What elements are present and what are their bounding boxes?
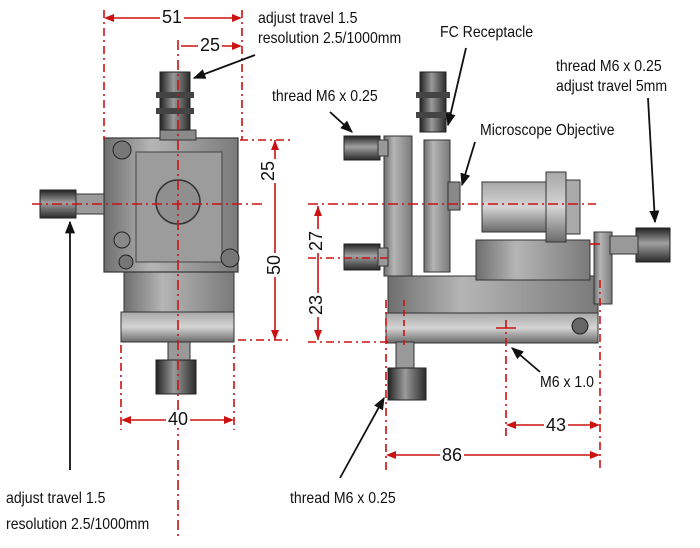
side-view	[343, 71, 671, 401]
dim-width-51: 51	[160, 7, 185, 27]
front-screw-br	[220, 248, 240, 268]
front-bottom-knob	[155, 359, 197, 395]
label-m6x1: M6 x 1.0	[540, 374, 594, 391]
dim-height-23: 23	[306, 292, 327, 318]
label-adjust-travel-right: adjust travel 5mm	[556, 78, 668, 95]
front-screw-bl	[113, 231, 131, 249]
label-adjust-travel-top: adjust travel 1.5	[258, 10, 358, 27]
side-thread-knob-lower	[343, 243, 381, 271]
side-fc-stub	[447, 181, 461, 211]
side-fc-plate	[423, 139, 451, 273]
label-microscope-objective: Microscope Objective	[480, 122, 615, 139]
side-top-knob	[419, 71, 447, 133]
side-mount-plate	[383, 135, 413, 277]
dim-height-27: 27	[306, 228, 327, 254]
front-screw-bl2	[118, 254, 134, 270]
label-thread-top-right: thread M6 x 0.25	[556, 58, 662, 75]
dim-length-86: 86	[440, 445, 465, 465]
front-bottom-shaft	[167, 341, 191, 363]
label-thread-left-mid: thread M6 x 0.25	[272, 88, 378, 105]
dim-height-25: 25	[258, 158, 279, 184]
side-thread-knob-upper	[343, 135, 381, 161]
side-screw	[571, 317, 589, 335]
dim-offset-25: 25	[198, 35, 223, 55]
side-right-knob	[635, 227, 671, 263]
dim-width-40: 40	[166, 409, 191, 429]
front-screw-tl	[112, 140, 132, 160]
label-fc-receptacle: FC Receptacle	[440, 24, 534, 41]
label-thread-bottom: thread M6 x 0.25	[290, 490, 396, 507]
side-rail	[387, 275, 599, 314]
leader-lines	[64, 47, 660, 479]
label-adjust-travel-bottom: adjust travel 1.5	[6, 490, 106, 507]
front-lower-block	[123, 271, 235, 313]
side-bottom-knob	[387, 367, 427, 401]
label-resolution-bottom: resolution 2.5/1000mm	[6, 516, 150, 533]
side-right-bracket	[593, 231, 613, 305]
side-objective-block	[475, 239, 591, 281]
dim-height-50: 50	[264, 252, 285, 278]
front-top-knob	[159, 71, 191, 131]
dimension-arrowheads	[104, 14, 600, 459]
microscope-objective-body	[481, 181, 547, 233]
label-resolution-top: resolution 2.5/1000mm	[258, 30, 402, 47]
dim-length-43: 43	[544, 415, 569, 435]
side-base-plate	[385, 312, 599, 344]
